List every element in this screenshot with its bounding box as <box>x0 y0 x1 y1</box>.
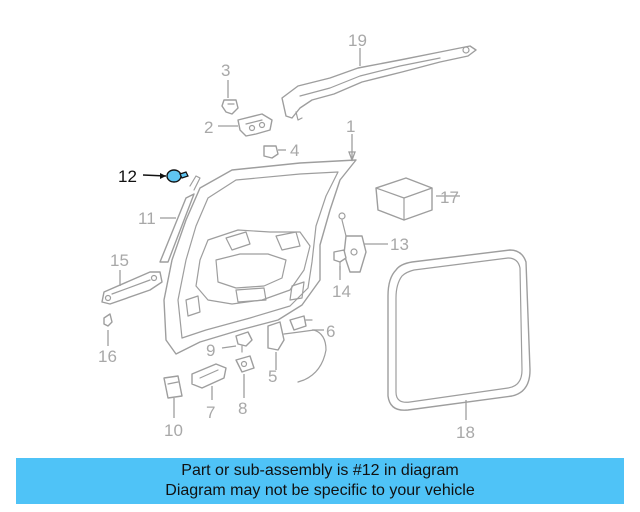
part-2-hinge <box>237 113 273 137</box>
callout-12: 12 <box>118 167 137 186</box>
part-15-handle <box>101 271 163 305</box>
callout-15: 15 <box>110 251 129 270</box>
callout-9: 9 <box>206 341 215 360</box>
part-12-highlighted <box>142 169 189 183</box>
caption-banner: Part or sub-assembly is #12 in diagram D… <box>16 458 624 504</box>
callout-11: 11 <box>138 209 156 228</box>
part-1-liftgate <box>163 159 357 355</box>
part-4-nut <box>263 145 279 159</box>
callout-13: 13 <box>390 235 409 254</box>
callout-17: 17 <box>440 188 459 207</box>
leader-lines <box>107 48 467 420</box>
part-9-clip <box>235 331 253 353</box>
part-11-strut <box>159 175 201 263</box>
part-17-module <box>375 177 433 221</box>
caption-line-2: Diagram may not be specific to your vehi… <box>165 482 475 499</box>
callout-7: 7 <box>206 403 215 422</box>
part-18-seal <box>387 249 531 411</box>
part-6-grommet <box>289 315 313 331</box>
callout-4: 4 <box>290 141 299 160</box>
part-19-trim-bar <box>281 45 477 121</box>
callout-5: 5 <box>268 367 277 386</box>
callout-2: 2 <box>204 118 213 137</box>
callout-16: 16 <box>98 347 117 366</box>
part-5-harness <box>267 321 327 383</box>
caption-line-1: Part or sub-assembly is #12 in diagram <box>181 462 459 479</box>
part-7-bracket <box>191 363 227 389</box>
part-13-latch <box>338 212 367 273</box>
callout-3: 3 <box>221 61 230 80</box>
callout-14: 14 <box>332 282 351 301</box>
part-10-switch <box>163 375 183 399</box>
callout-8: 8 <box>238 399 247 418</box>
part-3-bolt <box>221 99 239 115</box>
part-16-stop <box>103 313 113 327</box>
callout-1: 1 <box>346 117 355 136</box>
callout-10: 10 <box>164 421 183 440</box>
parts-diagram: 1 2 3 4 5 6 7 8 9 10 11 12 13 14 15 16 1… <box>98 31 531 442</box>
callout-6: 6 <box>326 322 335 341</box>
part-8-nut <box>235 355 255 373</box>
callout-19: 19 <box>348 31 367 50</box>
callout-18: 18 <box>456 423 475 442</box>
